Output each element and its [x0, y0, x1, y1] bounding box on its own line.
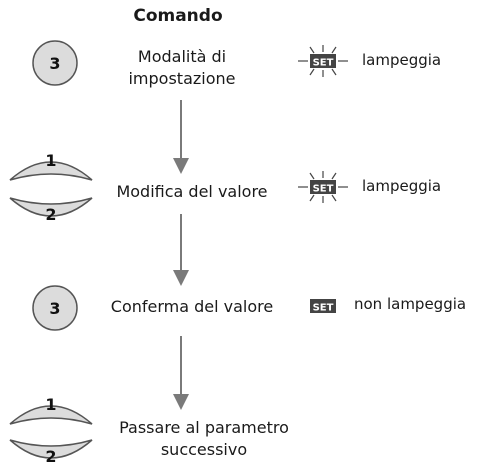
button-2-label: 2 [45, 205, 56, 224]
diagram-title: Comando [133, 6, 223, 26]
button-3-label: 3 [49, 299, 60, 318]
step-4-text: Passare al parametro successivo [104, 417, 304, 461]
set-label: SET [313, 184, 334, 195]
step-4-line1: Passare al parametro [119, 418, 289, 437]
step-3-text: Conferma del valore [110, 297, 274, 316]
button-2-icon: 2 [9, 197, 93, 224]
flow-arrow-1 [173, 100, 189, 174]
button-3-icon: 3 [32, 285, 78, 331]
flow-arrow-3 [173, 336, 189, 410]
set-blinking-icon: SET [298, 45, 348, 77]
flow-arrow-2 [173, 214, 189, 286]
button-1-label: 1 [45, 151, 56, 170]
button-3-label: 3 [49, 54, 60, 73]
button-1-icon: 1 [9, 395, 93, 425]
step-1-line1: Modalità di [137, 47, 227, 66]
step-2-status: lampeggia [362, 177, 442, 195]
set-icon: SET [310, 299, 336, 314]
button-2-label: 2 [45, 447, 56, 466]
step-4-line2: successivo [160, 440, 248, 459]
button-1-label: 1 [45, 395, 56, 414]
step-2-text: Modifica del valore [116, 182, 268, 201]
step-1-status: lampeggia [362, 51, 442, 69]
step-3-status: non lampeggia [354, 295, 467, 313]
button-2-icon: 2 [9, 439, 93, 466]
button-1-icon: 1 [9, 151, 93, 181]
button-3-icon: 3 [32, 40, 78, 86]
set-label: SET [313, 58, 334, 69]
set-blinking-icon: SET [298, 171, 348, 203]
set-label: SET [313, 303, 334, 314]
step-1-text: Modalità di impostazione [112, 46, 252, 90]
step-1-line2: impostazione [128, 69, 236, 88]
